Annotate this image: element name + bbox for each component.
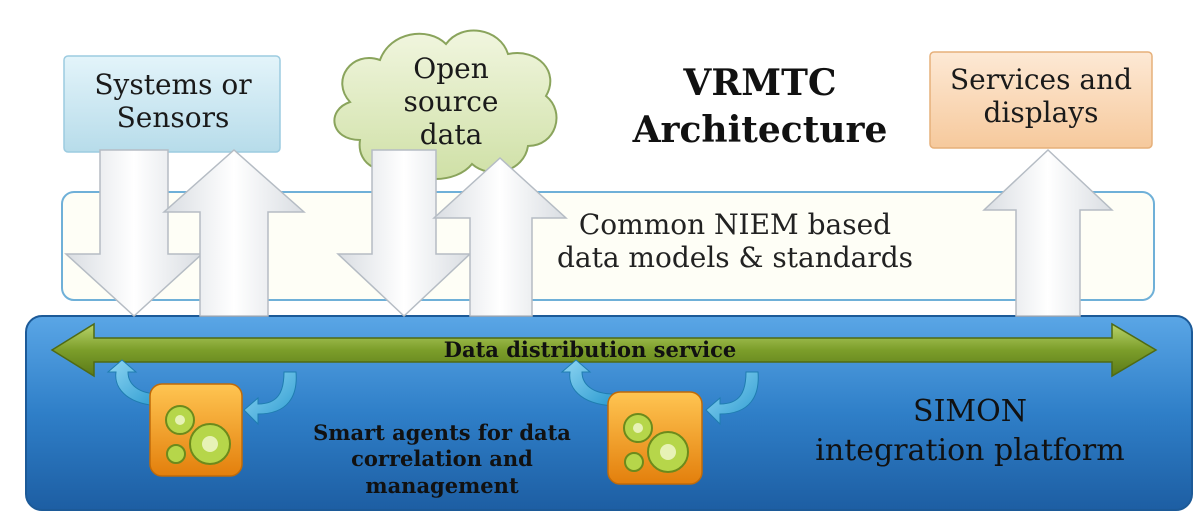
curved-arrow-icon: [106, 359, 161, 407]
smart-agents-label: Smart agents for data correlation and ma…: [282, 420, 602, 499]
opensource-line-3: data: [419, 118, 483, 152]
diagram-title: VRMTC Architecture: [600, 60, 920, 154]
open-source-cloud: [333, 29, 558, 180]
curved-arrow-icon: [560, 359, 615, 407]
opensource-down-arrow: [336, 149, 472, 318]
agents-line-2: correlation and management: [351, 446, 533, 498]
simon-platform-label: SIMON integration platform: [790, 392, 1150, 470]
data-distribution-label: Data distribution service: [443, 337, 737, 362]
services-line-2: displays: [983, 96, 1099, 130]
systems-line-1: Systems or: [94, 68, 252, 101]
gears-icon: [607, 391, 703, 485]
data-distribution-arrow: [50, 322, 1158, 378]
services-node-label: Services and displays: [932, 63, 1150, 129]
simon-line-1: SIMON: [913, 394, 1027, 429]
niem-line-2: data models & standards: [556, 241, 914, 275]
services-line-1: Services and: [949, 63, 1133, 96]
open-source-node-label: Open source data: [386, 52, 516, 151]
niem-layer-label: Common NIEM based data models & standard…: [520, 208, 950, 274]
title-line-2: Architecture: [632, 108, 888, 151]
opensource-up-arrow: [432, 156, 568, 317]
systems-line-2: Sensors: [116, 101, 230, 135]
systems-up-arrow: [162, 148, 306, 317]
opensource-line-1: Open: [413, 52, 489, 85]
agents-line-1: Smart agents for data: [313, 420, 571, 445]
services-box: [929, 51, 1153, 149]
opensource-line-2: source: [403, 85, 499, 119]
simon-line-2: integration platform: [815, 433, 1125, 468]
gears-icon: [149, 383, 243, 477]
systems-node-label: Systems or Sensors: [66, 68, 280, 134]
niem-line-1: Common NIEM based: [578, 208, 892, 241]
systems-down-arrow: [64, 149, 204, 318]
curved-arrow-icon: [243, 371, 297, 426]
niem-band: [61, 191, 1155, 301]
title-line-1: VRMTC: [683, 62, 837, 104]
services-up-arrow: [982, 148, 1114, 317]
curved-arrow-icon: [705, 371, 759, 426]
systems-box: [63, 55, 281, 153]
